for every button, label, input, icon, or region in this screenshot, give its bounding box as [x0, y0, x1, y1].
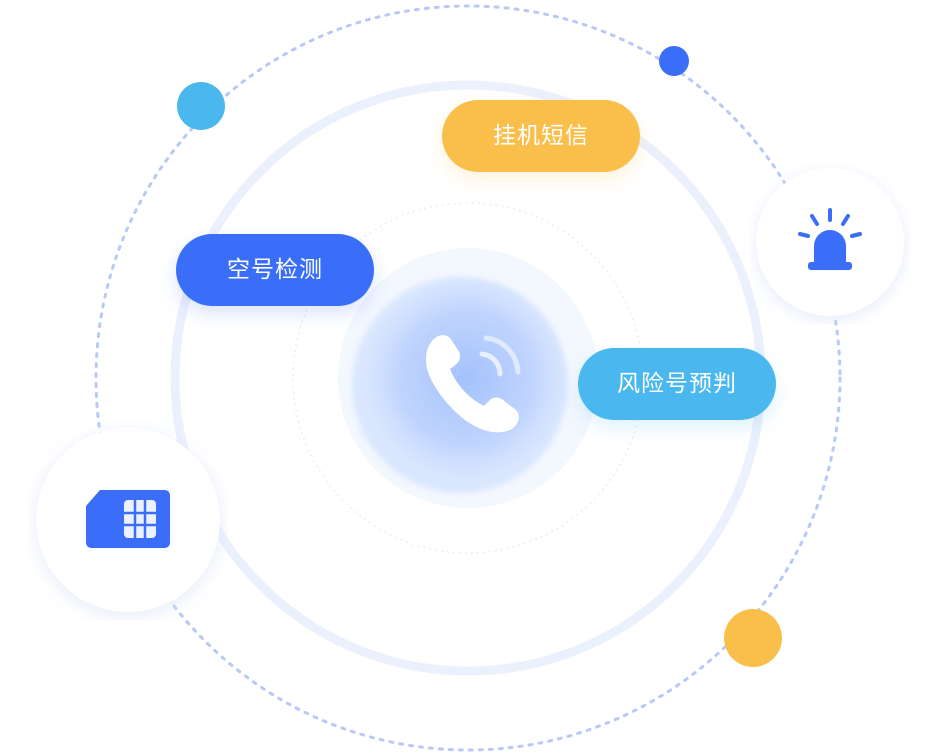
core-glow [368, 280, 564, 476]
sim-card-icon [86, 490, 170, 548]
decor-dot-cyan [177, 82, 225, 130]
risk-number-prediction-pill[interactable]: 风险号预判 [578, 348, 776, 420]
alarm-siren-icon [798, 208, 862, 270]
alarm-siren-node [750, 164, 910, 324]
decor-dot-blue [659, 46, 689, 76]
hangup-sms-pill[interactable]: 挂机短信 [442, 100, 640, 172]
phone-call-icon [400, 312, 540, 452]
risk-number-prediction-label: 风险号预判 [617, 371, 737, 397]
outer-dotted-orbit [94, 4, 842, 752]
empty-number-detection-label: 空号检测 [227, 257, 323, 283]
sim-card-node [28, 420, 228, 620]
empty-number-detection-pill[interactable]: 空号检测 [176, 234, 374, 306]
decor-dot-yellow [724, 609, 782, 667]
hangup-sms-label: 挂机短信 [493, 123, 589, 149]
